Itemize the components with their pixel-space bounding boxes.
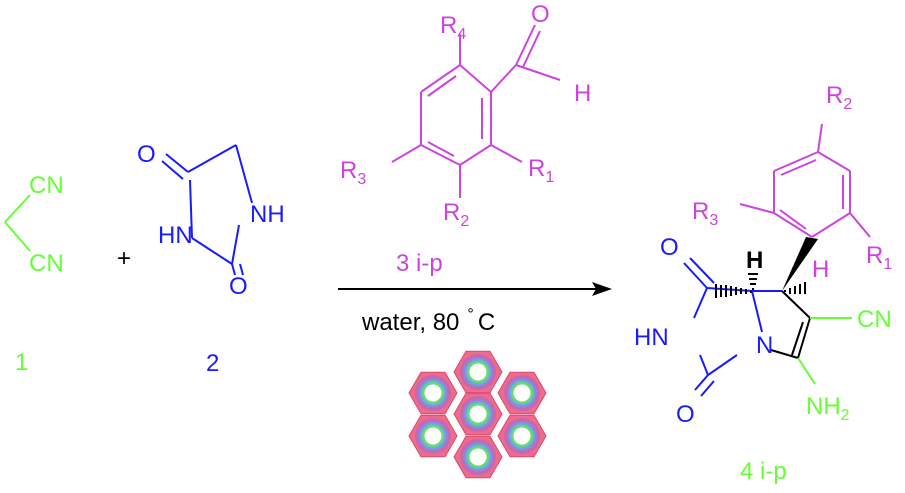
product-pyrrole-bonds — [770, 290, 811, 359]
compound-1-number: 1 — [15, 349, 28, 376]
product-h-benzylic: H — [812, 256, 829, 283]
product-cn: CN — [857, 306, 892, 333]
compound-2-hydantoin — [161, 144, 253, 276]
plus-sign: + — [117, 245, 131, 272]
compound-3-label: 3 i-p — [396, 250, 443, 277]
product-green-bonds — [797, 317, 852, 385]
compound-3-aldehyde — [391, 24, 561, 198]
product-oxygen-bottom: O — [676, 401, 695, 428]
product-r1: R1 — [866, 242, 892, 273]
product-label: 4 i-p — [740, 458, 787, 485]
catalyst-tube — [497, 414, 547, 458]
compound-2-oxygen-bottom: O — [229, 273, 248, 300]
catalyst-tube — [453, 435, 503, 479]
product-aryl-ring — [739, 123, 871, 238]
compound-2-oxygen-top: O — [137, 141, 156, 168]
catalyst-tube — [408, 371, 458, 415]
compound-3-r3: R3 — [340, 157, 366, 188]
compound-3-r2: R2 — [443, 199, 469, 230]
product-bicyclic-core — [683, 257, 782, 397]
compound-1-cn-bottom: CN — [29, 250, 64, 277]
product-hashed-wedge-h1 — [748, 273, 758, 290]
compound-1-malononitrile — [4, 194, 31, 252]
compound-1-cn-top: CN — [29, 172, 64, 199]
compound-3-r1: R1 — [528, 155, 554, 186]
catalyst-tube — [497, 371, 547, 415]
compound-3-aldehyde-hydrogen: H — [574, 80, 591, 107]
catalyst-tube — [453, 350, 503, 394]
compound-2-nh: NH — [250, 201, 285, 228]
hexagonal-nanotube-catalyst-icon — [408, 350, 547, 479]
reaction-conditions: water, 80°C — [361, 306, 495, 336]
compound-2-hn: HN — [158, 222, 193, 249]
product-hashed-wedge-h2 — [784, 282, 806, 294]
product-hashed-wedge — [715, 284, 752, 298]
compound-3-r4: R4 — [440, 12, 466, 43]
product-hn: HN — [634, 324, 669, 351]
product-h-fusion: H — [746, 247, 763, 274]
product-oxygen-top: O — [660, 234, 679, 261]
product-r2: R2 — [826, 82, 852, 113]
product-n: N — [756, 332, 773, 359]
catalyst-tube — [453, 392, 503, 436]
product-r3: R3 — [692, 198, 718, 229]
compound-3-oxygen: O — [531, 1, 550, 28]
product-nh2: NH2 — [806, 393, 850, 424]
product-bold-wedge — [782, 237, 818, 291]
compound-2-number: 2 — [206, 350, 219, 377]
catalyst-tube — [408, 414, 458, 458]
reaction-arrow — [338, 282, 612, 296]
